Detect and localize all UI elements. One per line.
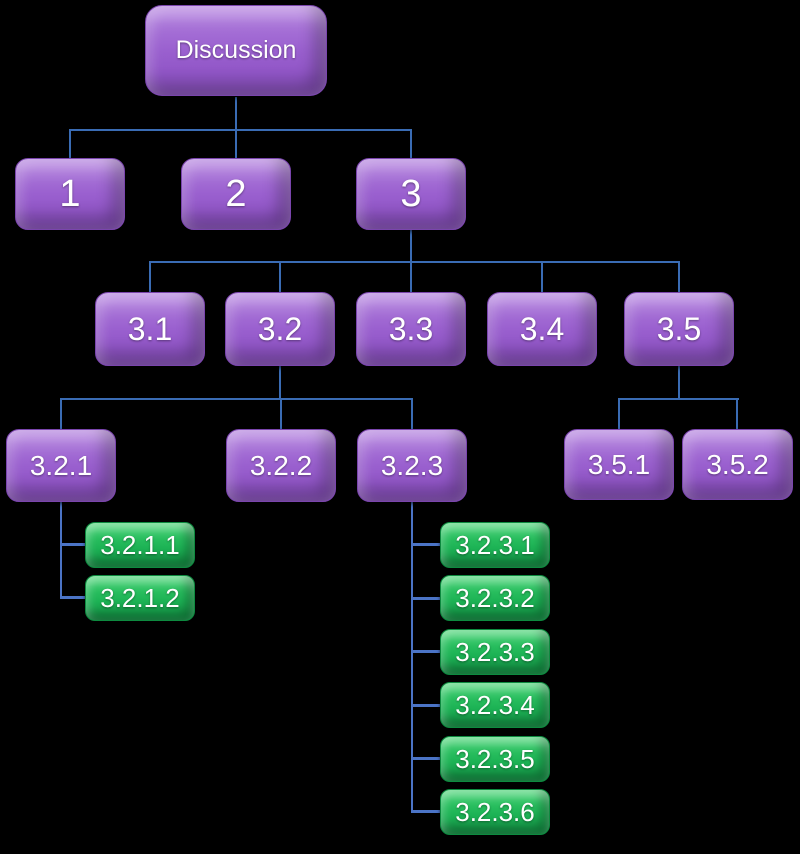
node-discussion: Discussion (145, 5, 327, 96)
node-label: 2 (225, 172, 247, 215)
connector-segment (678, 366, 680, 400)
connector-segment (618, 398, 620, 429)
connector-segment (60, 543, 85, 546)
node-3-2-1-1: 3.2.1.1 (85, 522, 195, 568)
node-label: 3.4 (519, 310, 565, 347)
connector-segment (235, 97, 237, 131)
connector-segment (280, 398, 282, 429)
connector-segment (60, 596, 85, 599)
connector-segment (60, 502, 62, 599)
node-3-5-2: 3.5.2 (682, 429, 793, 500)
node-label: 3.2.3.2 (455, 582, 535, 613)
connector-segment (410, 230, 412, 263)
connector-segment (410, 129, 412, 158)
connector-segment (69, 129, 71, 158)
connector-segment (411, 704, 440, 707)
connector-segment (149, 261, 680, 263)
node-label: 3.2.1.1 (100, 529, 180, 560)
node-3-2-3-1: 3.2.3.1 (440, 522, 550, 568)
node-3-2-3-6: 3.2.3.6 (440, 789, 550, 835)
connector-segment (279, 366, 281, 400)
node-label: 3.2.3 (380, 449, 444, 481)
connector-segment (411, 810, 440, 813)
connector-segment (149, 261, 151, 292)
node-label: 3.5.2 (706, 448, 769, 480)
node-3-3: 3.3 (356, 292, 466, 366)
connector-segment (235, 129, 237, 158)
node-3-2-3-3: 3.2.3.3 (440, 629, 550, 675)
node-label: 3.1 (127, 310, 173, 347)
node-3: 3 (356, 158, 466, 230)
node-label: 3.2.3.1 (455, 529, 535, 560)
node-label: 3.2.1 (29, 449, 93, 481)
node-3-2-1: 3.2.1 (6, 429, 116, 502)
connector-segment (678, 261, 680, 292)
node-label: 3.2.1.2 (100, 582, 180, 613)
node-3-2-3-5: 3.2.3.5 (440, 736, 550, 782)
connector-segment (541, 261, 543, 292)
node-3-5-1: 3.5.1 (564, 429, 674, 500)
node-3-2: 3.2 (225, 292, 335, 366)
node-label: 3.5 (656, 310, 702, 347)
node-label: 3 (400, 172, 422, 215)
node-label: 3.2.3.4 (455, 689, 535, 720)
node-3-2-3-4: 3.2.3.4 (440, 682, 550, 728)
connector-segment (411, 543, 440, 546)
node-label: 3.3 (388, 310, 434, 347)
connector-segment (736, 398, 738, 429)
connector-segment (60, 398, 62, 429)
connector-segment (411, 502, 413, 813)
node-3-5: 3.5 (624, 292, 734, 366)
node-3-2-3: 3.2.3 (357, 429, 467, 502)
connector-segment (411, 398, 413, 429)
node-label: 3.5.1 (587, 448, 651, 480)
node-label: 3.2 (257, 310, 303, 347)
node-label: 3.2.3.6 (455, 796, 535, 827)
connector-segment (279, 261, 281, 292)
node-label: 3.2.2 (249, 449, 313, 481)
connector-segment (411, 757, 440, 760)
connector-segment (618, 398, 739, 400)
connector-segment (411, 650, 440, 653)
connector-segment (411, 597, 440, 600)
node-3-2-1-2: 3.2.1.2 (85, 575, 195, 621)
node-3-2-2: 3.2.2 (226, 429, 336, 502)
node-label: 3.2.3.5 (455, 743, 535, 774)
node-label: 1 (59, 172, 81, 215)
node-label: Discussion (175, 36, 297, 64)
connector-segment (60, 398, 413, 400)
node-label: 3.2.3.3 (455, 636, 535, 667)
node-2: 2 (181, 158, 291, 230)
node-3-1: 3.1 (95, 292, 205, 366)
connector-segment (69, 129, 412, 131)
node-1: 1 (15, 158, 125, 230)
node-3-2-3-2: 3.2.3.2 (440, 575, 550, 621)
connector-segment (410, 261, 412, 292)
node-3-4: 3.4 (487, 292, 597, 366)
